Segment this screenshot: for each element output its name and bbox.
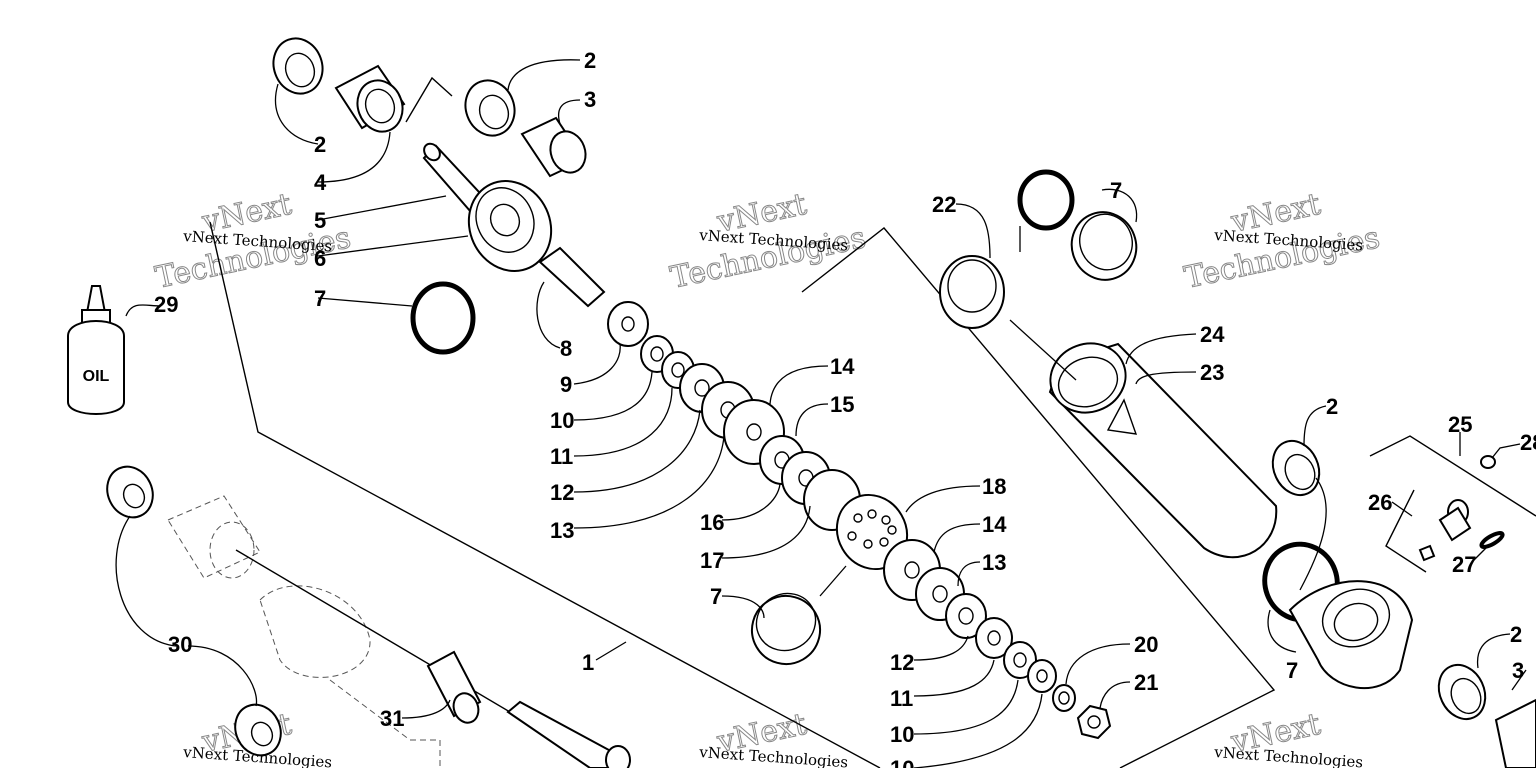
callout-14: 14: [982, 512, 1007, 537]
callout-11: 11: [550, 444, 573, 469]
callout-7: 7: [1286, 658, 1298, 683]
callout-12: 12: [550, 480, 574, 505]
callout-2: 2: [1510, 622, 1522, 647]
assembly-outline-right: [801, 227, 1276, 768]
callout-11: 11: [890, 686, 913, 711]
callout-31: 31: [380, 706, 404, 731]
callout-25: 25: [1448, 412, 1472, 437]
callout-7: 7: [314, 286, 326, 311]
valve-bracket: [1369, 435, 1536, 517]
oil-bottle: OIL: [67, 285, 125, 415]
crossover-sleeve: [426, 650, 482, 724]
glide-ring: [1070, 211, 1138, 281]
callout-7: 7: [1110, 178, 1122, 203]
watermark-group-6: vNext vNext Technologies: [1213, 706, 1364, 768]
callout-16: 16: [700, 510, 724, 535]
shaft-nut-end: [538, 246, 606, 308]
callout-3: 3: [584, 87, 596, 112]
leader-lines: [115, 59, 1527, 768]
callout-2: 2: [584, 48, 596, 73]
upper-bushing-right: [464, 79, 516, 137]
callout-labels: 2 3 2 4 5 6 7 8 9 10 11 12 13 14 15 16 1…: [154, 48, 1536, 768]
body-cap: [939, 255, 1005, 329]
valve-o-ring: [1479, 531, 1505, 549]
callout-17: 17: [700, 548, 724, 573]
callout-5: 5: [314, 208, 326, 233]
shock-body-tube: [1048, 342, 1278, 559]
valve-stack-upper: [607, 301, 861, 531]
callout-29: 29: [154, 292, 178, 317]
callout-30: 30: [168, 632, 192, 657]
bottom-bushing: [1437, 663, 1487, 721]
upper-spacer: [520, 116, 587, 178]
upper-sleeve: [334, 64, 406, 133]
o-ring: [1017, 169, 1075, 231]
callout-23: 23: [1200, 360, 1224, 385]
bottom-cap: [1288, 580, 1414, 689]
oil-label: OIL: [83, 368, 110, 385]
callout-14: 14: [830, 354, 855, 379]
bottom-spacer: [1494, 698, 1536, 768]
callout-18: 18: [982, 474, 1006, 499]
piston-nut: [1076, 704, 1112, 740]
callout-13: 13: [550, 518, 574, 543]
piston-band: [751, 592, 821, 665]
callout-28: 28: [1520, 430, 1536, 455]
callout-3: 3: [1512, 658, 1524, 683]
callout-27: 27: [1452, 552, 1476, 577]
callout-24: 24: [1200, 322, 1225, 347]
schrader-valve: [1438, 499, 1472, 542]
callout-22: 22: [932, 192, 956, 217]
zigzag-connector: [405, 76, 453, 123]
callout-10-partial: 10: [890, 756, 914, 768]
callout-26: 26: [1368, 490, 1392, 515]
jam-nut-lower: [234, 703, 282, 757]
callout-1: 1: [582, 650, 594, 675]
callout-8: 8: [560, 336, 572, 361]
callout-15: 15: [830, 392, 854, 417]
callout-20: 20: [1134, 632, 1158, 657]
valve-bracket-inner: [1385, 489, 1427, 573]
watermark-group-3: vNext Technologies vNext Technologies: [1181, 186, 1383, 296]
callout-10: 10: [550, 408, 574, 433]
watermark-group-2: vNext Technologies vNext Technologies: [667, 186, 869, 296]
assembly-outline-left: [209, 221, 881, 768]
lower-bushing-right: [1271, 439, 1321, 497]
valve-insert: [1418, 544, 1436, 562]
upper-bushing-left: [272, 37, 324, 95]
callout-21: 21: [1134, 670, 1158, 695]
callout-10: 10: [890, 722, 914, 747]
jam-nut-upper: [106, 465, 154, 519]
callout-4: 4: [314, 170, 327, 195]
watermark-group-5: vNext vNext Technologies: [698, 706, 849, 768]
seal-head: [467, 180, 553, 272]
callout-2: 2: [1326, 394, 1338, 419]
callout-13: 13: [982, 550, 1006, 575]
through-bolt-line: [235, 549, 521, 719]
callout-7: 7: [710, 584, 722, 609]
callout-9: 9: [560, 372, 572, 397]
o-ring: [410, 281, 476, 355]
valve-stack-lower: [883, 539, 1076, 712]
mounting-bolt: [506, 700, 631, 768]
callout-6: 6: [314, 246, 326, 271]
valve-screw: [1480, 455, 1496, 469]
watermark-group-1: vNext Technologies vNext Technologies: [152, 186, 354, 296]
callout-12: 12: [890, 650, 914, 675]
callout-2: 2: [314, 132, 326, 157]
